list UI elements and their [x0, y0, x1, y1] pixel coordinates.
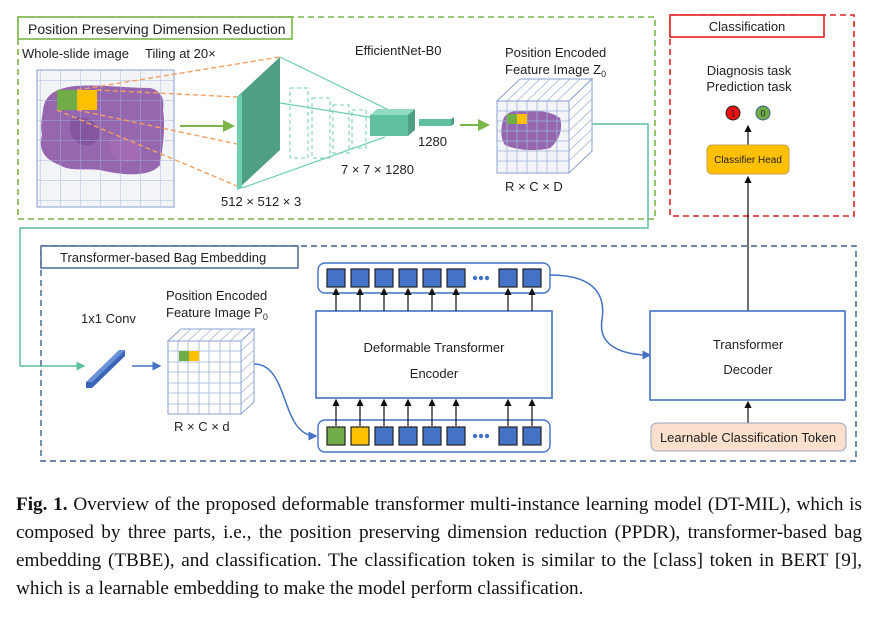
figure-caption: Fig. 1. Overview of the proposed deforma… [16, 491, 862, 603]
classification-title-box [669, 14, 825, 38]
architecture-diagram: Position Preserving Dimension Reduction … [17, 14, 857, 462]
token [422, 268, 442, 288]
input-tile-slab [237, 57, 280, 190]
z0-label-line1: Position Encoded [505, 45, 606, 60]
network-cone [241, 56, 394, 189]
tbbe-title-box [40, 245, 299, 269]
z0-label-text: Feature Image Z [505, 62, 601, 77]
patch-yellow [77, 90, 97, 110]
token [350, 268, 370, 288]
token [326, 268, 346, 288]
feature-dims: 7 × 7 × 1280 [341, 162, 414, 177]
output-tokens [326, 268, 542, 288]
caption-label: Fig. 1. [16, 494, 68, 515]
p0-label-line2: Feature Image P0 [166, 305, 268, 322]
token [522, 268, 542, 288]
feature-image-z0 [495, 77, 594, 175]
network-label: EfficientNet-B0 [355, 43, 441, 58]
connector-z0-to-conv [19, 123, 649, 371]
token [398, 268, 418, 288]
p0-label-text: Feature Image P [166, 305, 263, 320]
arrow-p0-to-tokens [253, 363, 318, 441]
task-line1: Diagnosis task [707, 63, 792, 78]
efficientnet-layers [289, 87, 367, 159]
ellipsis-dot [472, 275, 478, 281]
ellipsis-dot [478, 275, 484, 281]
input-dims: 512 × 512 × 3 [221, 194, 301, 209]
z0-label-line2: Feature Image Z0 [505, 62, 606, 79]
output-negative-label: 0 [760, 109, 765, 119]
deformable-encoder-box [315, 310, 553, 399]
conv-1x1-bar [86, 350, 125, 388]
classification-token-box [650, 422, 847, 452]
output-token-arrows [332, 287, 536, 311]
ppdr-title-box [17, 16, 293, 40]
encoder-label-line2: Encoder [410, 366, 459, 381]
output-positive-label: 1 [730, 109, 735, 119]
token [422, 426, 442, 446]
output-positive-node [725, 105, 741, 121]
caption-text: Overview of the proposed deformable tran… [16, 494, 862, 599]
tiling-label: Tiling at 20× [145, 46, 216, 61]
classifier-head-label: Classifier Head [714, 155, 782, 166]
ppdr-title: Position Preserving Dimension Reduction [28, 21, 286, 37]
token [522, 426, 542, 446]
token [446, 426, 466, 446]
ppdr-section: Position Preserving Dimension Reduction … [17, 16, 656, 220]
whole-slide-image [36, 69, 175, 208]
token [326, 426, 346, 446]
token [350, 426, 370, 446]
vector-dims: 1280 [418, 134, 447, 149]
classifier-head-box [706, 144, 790, 175]
feature-block [370, 109, 415, 136]
feature-vector [419, 117, 454, 126]
ellipsis-dot [484, 433, 490, 439]
tbbe-border [40, 245, 857, 462]
input-tokens [326, 426, 542, 446]
output-negative-node [755, 105, 771, 121]
token [446, 268, 466, 288]
feature-image-p0 [166, 327, 256, 416]
classification-title: Classification [709, 19, 786, 34]
token [498, 426, 518, 446]
token [374, 268, 394, 288]
transformer-decoder-box [649, 310, 846, 401]
p0-subscript: 0 [263, 312, 268, 322]
token [498, 268, 518, 288]
decoder-label-line1: Transformer [713, 337, 784, 352]
p0-dims: R × C × d [174, 419, 230, 434]
tbbe-title: Transformer-based Bag Embedding [60, 250, 266, 265]
conv-label: 1x1 Conv [81, 311, 136, 326]
ellipsis-dot [478, 433, 484, 439]
wsi-label: Whole-slide image [22, 46, 129, 61]
tiling-projection-lines [56, 56, 281, 187]
decoder-label-line2: Decoder [723, 362, 773, 377]
classification-token-label: Learnable Classification Token [660, 430, 836, 445]
encoder-label-line1: Deformable Transformer [364, 340, 506, 355]
p0-label-line1: Position Encoded [166, 288, 267, 303]
task-line2: Prediction task [706, 79, 792, 94]
z0-subscript: 0 [601, 69, 606, 79]
patch-green [57, 90, 77, 110]
token [398, 426, 418, 446]
ellipsis-dot [484, 275, 490, 281]
tbbe-section: Transformer-based Bag Embedding 1x1 Conv [40, 245, 857, 462]
classification-section: Classification Diagnosis task Prediction… [669, 14, 855, 217]
token [374, 426, 394, 446]
z0-dims: R × C × D [505, 179, 563, 194]
ellipsis-dot [472, 433, 478, 439]
arrow-encoder-to-decoder [549, 274, 652, 360]
input-token-arrows [332, 398, 536, 426]
